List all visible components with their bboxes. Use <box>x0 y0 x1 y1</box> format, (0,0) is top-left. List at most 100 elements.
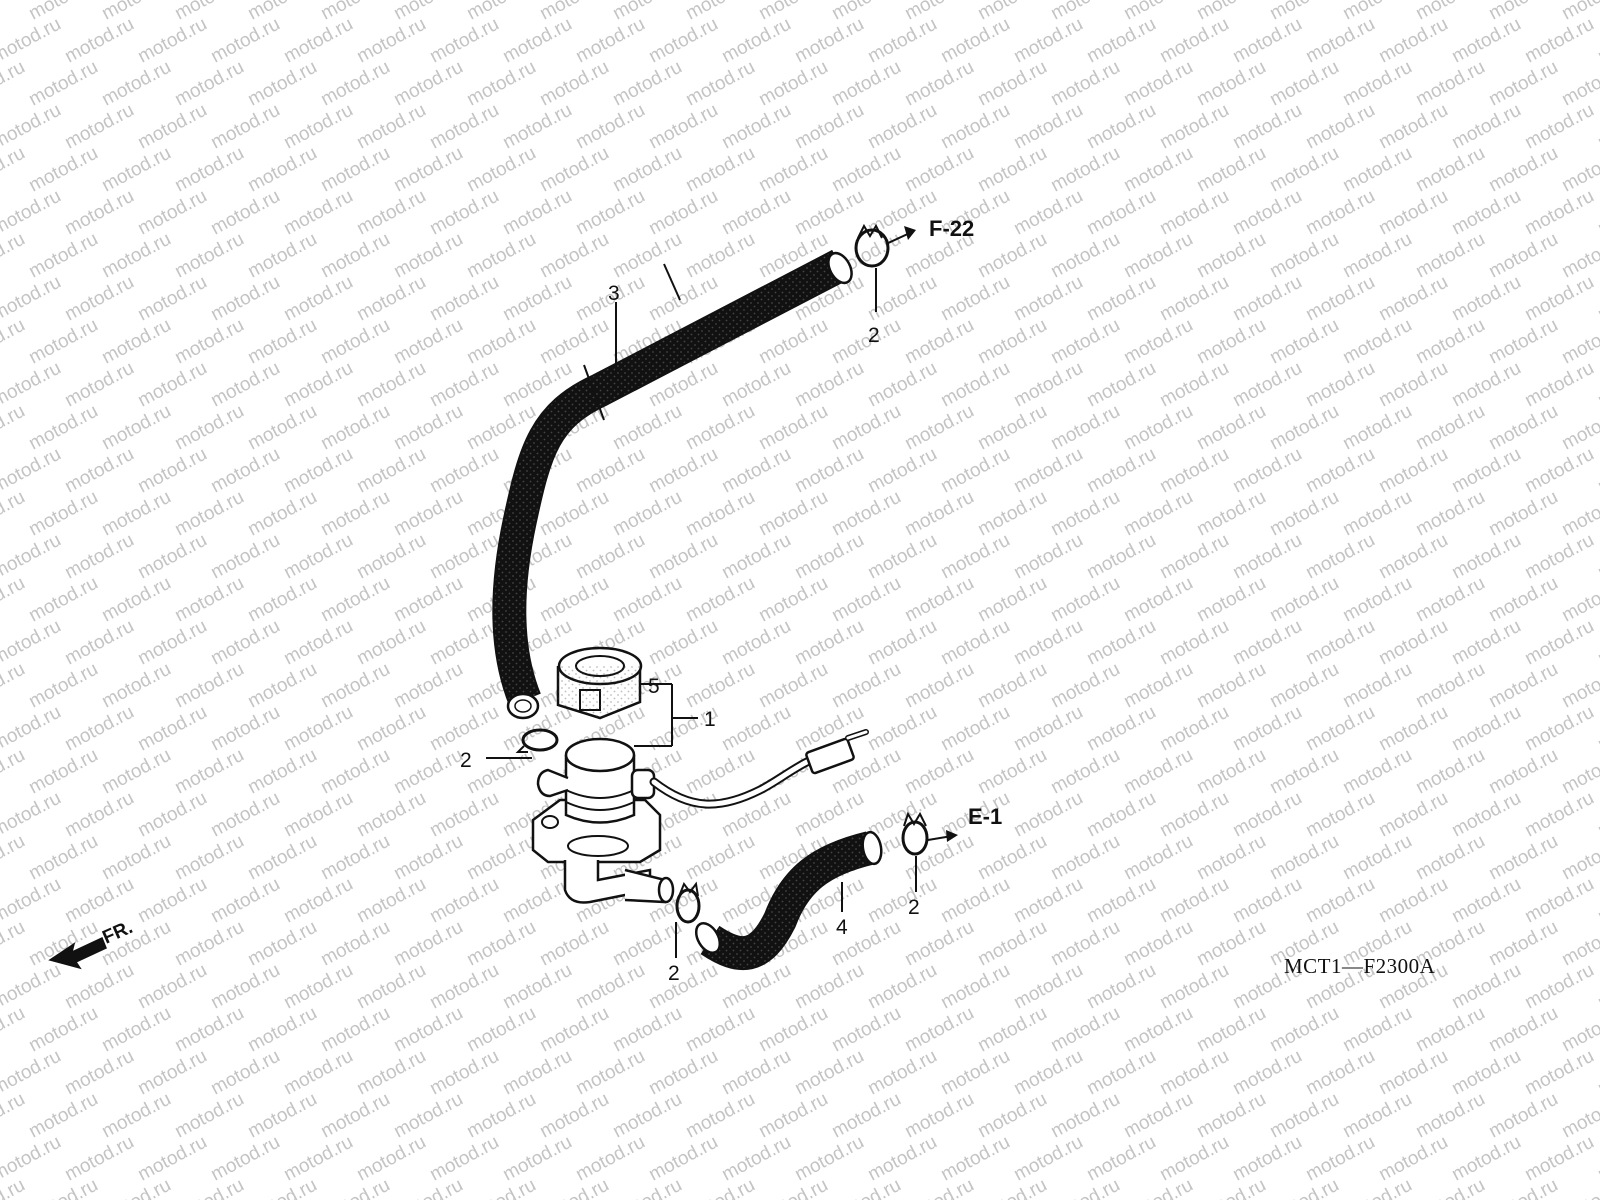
watermark-text: motod.ru <box>1412 0 1488 24</box>
watermark-text: motod.ru <box>1521 272 1597 326</box>
watermark-text: motod.ru <box>755 315 831 369</box>
watermark-text: motod.ru <box>1156 358 1232 412</box>
watermark-text: motod.ru <box>280 874 356 928</box>
watermark-text: motod.ru <box>645 1046 721 1100</box>
watermark-text: motod.ru <box>134 100 210 154</box>
watermark-text: motod.ru <box>134 530 210 584</box>
watermark-text: motod.ru <box>755 573 831 627</box>
watermark-text: motod.ru <box>1229 272 1305 326</box>
watermark-text: motod.ru <box>1229 874 1305 928</box>
watermark-text: motod.ru <box>171 1089 247 1143</box>
watermark-text: motod.ru <box>1339 831 1415 885</box>
watermark-text: motod.ru <box>1521 788 1597 842</box>
watermark-text: motod.ru <box>974 487 1050 541</box>
watermark-text: motod.ru <box>463 57 539 111</box>
watermark-text: motod.ru <box>134 874 210 928</box>
watermark-text: motod.ru <box>1558 143 1600 197</box>
watermark-text: motod.ru <box>1083 444 1159 498</box>
watermark-text: motod.ru <box>1485 229 1561 283</box>
watermark-text: motod.ru <box>0 272 65 326</box>
watermark-text: motod.ru <box>791 788 867 842</box>
watermark-text: motod.ru <box>536 1003 612 1057</box>
watermark-text: motod.ru <box>974 1175 1050 1200</box>
watermark-text: motod.ru <box>426 960 502 1014</box>
watermark-text: motod.ru <box>61 272 137 326</box>
watermark-text: motod.ru <box>426 186 502 240</box>
watermark-text: motod.ru <box>1594 444 1600 498</box>
watermark-text: motod.ru <box>572 1046 648 1100</box>
watermark-text: motod.ru <box>1047 143 1123 197</box>
watermark-text: motod.ru <box>390 917 466 971</box>
watermark-text: motod.ru <box>791 358 867 412</box>
watermark-text: motod.ru <box>645 14 721 68</box>
watermark-text: motod.ru <box>317 745 393 799</box>
wire-harness <box>649 729 869 809</box>
watermark-text: motod.ru <box>98 487 174 541</box>
watermark-text: motod.ru <box>0 788 65 842</box>
watermark-text: motod.ru <box>864 14 940 68</box>
watermark-text: motod.ru <box>280 1046 356 1100</box>
watermark-text: motod.ru <box>390 1175 466 1200</box>
watermark-text: motod.ru <box>1193 917 1269 971</box>
watermark-text: motod.ru <box>901 57 977 111</box>
watermark-text: motod.ru <box>1594 272 1600 326</box>
watermark-text: motod.ru <box>1120 229 1196 283</box>
watermark-text: motod.ru <box>25 229 101 283</box>
watermark-text: motod.ru <box>901 401 977 455</box>
watermark-text: motod.ru <box>1302 100 1378 154</box>
watermark-text: motod.ru <box>171 57 247 111</box>
watermark-text: motod.ru <box>1302 186 1378 240</box>
watermark-text: motod.ru <box>1558 229 1600 283</box>
watermark-text: motod.ru <box>1412 315 1488 369</box>
watermark-text: motod.ru <box>61 14 137 68</box>
watermark-text: motod.ru <box>645 100 721 154</box>
watermark-text: motod.ru <box>1485 1175 1561 1200</box>
watermark-text: motod.ru <box>280 788 356 842</box>
watermark-text: motod.ru <box>1339 315 1415 369</box>
watermark-text: motod.ru <box>864 960 940 1014</box>
watermark-text: motod.ru <box>207 960 283 1014</box>
watermark-text: motod.ru <box>937 616 1013 670</box>
watermark-text: motod.ru <box>1412 143 1488 197</box>
watermark-text: motod.ru <box>1010 960 1086 1014</box>
watermark-text: motod.ru <box>864 444 940 498</box>
watermark-text: motod.ru <box>1594 358 1600 412</box>
watermark-text: motod.ru <box>1412 229 1488 283</box>
watermark-text: motod.ru <box>828 1175 904 1200</box>
watermark-text: motod.ru <box>207 186 283 240</box>
watermark-text: motod.ru <box>1193 143 1269 197</box>
watermark-text: motod.ru <box>1083 272 1159 326</box>
watermark-text: motod.ru <box>390 229 466 283</box>
watermark-text: motod.ru <box>682 573 758 627</box>
watermark-text: motod.ru <box>98 831 174 885</box>
watermark-text: motod.ru <box>609 0 685 24</box>
watermark-text: motod.ru <box>1156 960 1232 1014</box>
watermark-text: motod.ru <box>1412 487 1488 541</box>
watermark-text: motod.ru <box>974 573 1050 627</box>
watermark-text: motod.ru <box>25 659 101 713</box>
watermark-text: motod.ru <box>718 186 794 240</box>
watermark-text: motod.ru <box>1156 14 1232 68</box>
watermark-text: motod.ru <box>426 702 502 756</box>
watermark-text: motod.ru <box>1229 1132 1305 1186</box>
watermark-text: motod.ru <box>1010 874 1086 928</box>
watermark-text: motod.ru <box>426 14 502 68</box>
watermark-text: motod.ru <box>1302 530 1378 584</box>
watermark-text: motod.ru <box>426 1132 502 1186</box>
watermark-text: motod.ru <box>937 702 1013 756</box>
watermark-text: motod.ru <box>974 831 1050 885</box>
watermark-text: motod.ru <box>98 315 174 369</box>
watermark-text: motod.ru <box>0 616 65 670</box>
watermark-text: motod.ru <box>1558 573 1600 627</box>
watermark-text: motod.ru <box>974 1003 1050 1057</box>
watermark-text: motod.ru <box>390 1089 466 1143</box>
watermark-text: motod.ru <box>390 143 466 197</box>
watermark-text: motod.ru <box>171 0 247 24</box>
watermark-text: motod.ru <box>1375 444 1451 498</box>
watermark-text: motod.ru <box>1594 616 1600 670</box>
watermark-text: motod.ru <box>1120 57 1196 111</box>
watermark-text: motod.ru <box>1558 1175 1600 1200</box>
watermark-text: motod.ru <box>536 315 612 369</box>
watermark-text: motod.ru <box>974 1089 1050 1143</box>
watermark-text: motod.ru <box>609 57 685 111</box>
